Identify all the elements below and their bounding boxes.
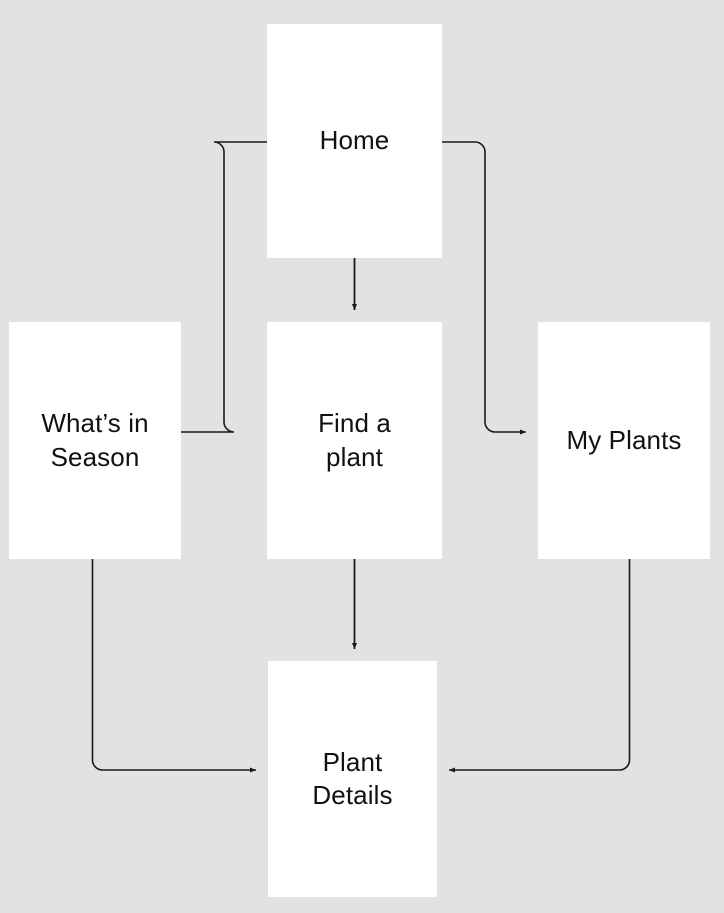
- node-whats-in-season-label: What’s in Season: [41, 408, 149, 472]
- node-whats-in-season[interactable]: What’s in Season: [9, 322, 181, 559]
- node-home-label: Home: [319, 125, 390, 156]
- edge-myplants-to-details: [448, 559, 631, 773]
- node-my-plants-label: My Plants: [566, 424, 682, 455]
- edge-season-to-details: [91, 559, 257, 773]
- edge-home-to-season: [168, 141, 267, 435]
- node-plant-details[interactable]: Plant Details: [268, 661, 437, 897]
- node-find-a-plant[interactable]: Find a plant: [267, 322, 442, 559]
- node-plant-details-label: Plant Details: [312, 746, 393, 810]
- edge-home-to-myplants: [442, 141, 527, 435]
- node-my-plants[interactable]: My Plants: [538, 322, 710, 559]
- node-find-a-plant-label: Find a plant: [318, 408, 391, 472]
- node-home[interactable]: Home: [267, 24, 442, 258]
